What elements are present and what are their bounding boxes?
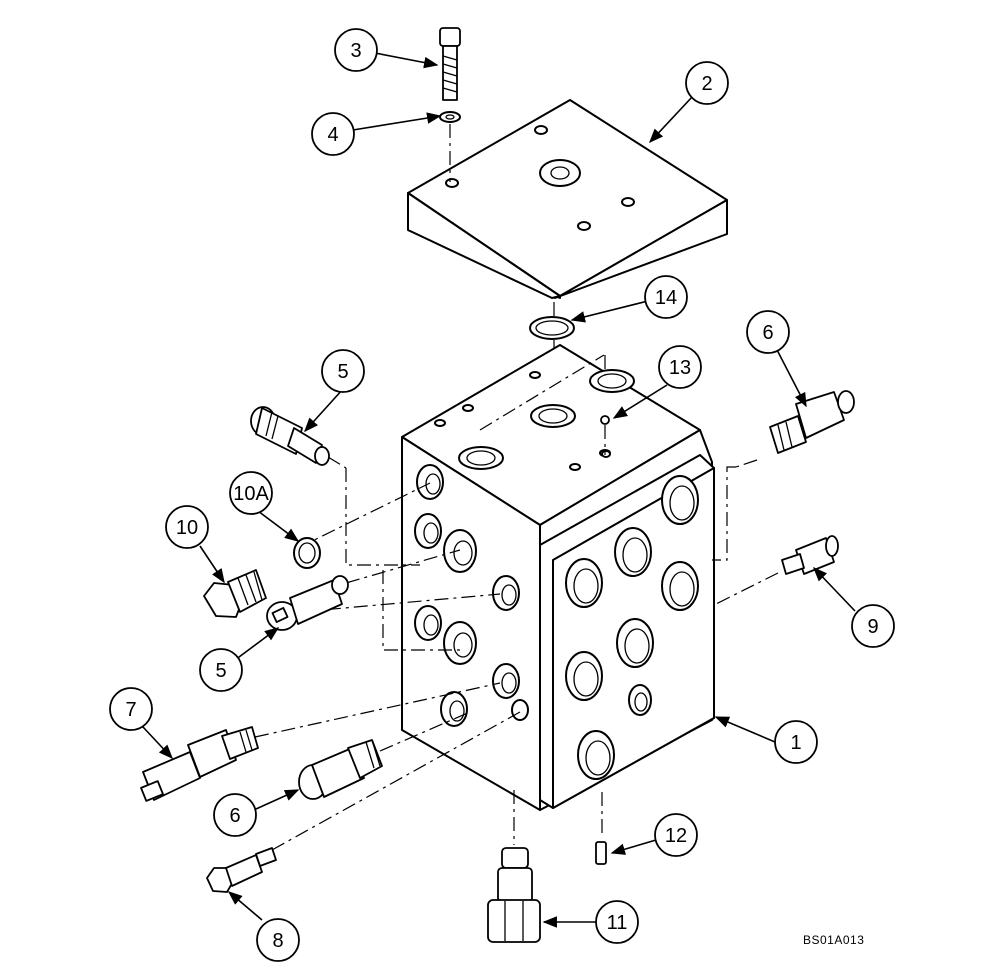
callout-9: 9 [851,604,895,648]
plug [203,569,267,618]
callout-6-lower: 6 [213,793,257,837]
orifice-fitting [206,847,277,893]
set-screw [595,841,607,865]
callout-8: 8 [256,918,300,962]
relief-valve-bottom [487,847,541,943]
svg-text:5: 5 [215,660,226,682]
callout-7: 7 [109,687,153,731]
callout-10a: 10A [229,471,273,515]
svg-text:10A: 10A [233,483,269,505]
svg-text:1: 1 [790,732,801,754]
callout-5-upper: 5 [321,349,365,393]
callout-1: 1 [774,720,818,764]
callout-10: 10 [165,505,209,549]
check-ball [600,415,610,425]
callout-4: 4 [311,112,355,156]
svg-text:14: 14 [655,287,677,309]
callout-11: 11 [595,900,639,944]
washer [439,111,461,123]
callout-13: 13 [658,345,702,389]
callout-14: 14 [644,275,688,319]
valve-body [401,344,715,811]
callout-5-lower: 5 [199,648,243,692]
leader-lines [142,52,856,928]
check-valve-cartridge-lower [298,739,383,800]
svg-text:2: 2 [701,73,712,95]
svg-text:11: 11 [607,912,628,934]
callout-2: 2 [685,61,729,105]
svg-text:5: 5 [337,361,348,383]
drawing-reference-code: BS01A013 [803,933,864,947]
svg-text:10: 10 [176,517,198,539]
svg-text:7: 7 [125,699,136,721]
cover-plate [407,99,728,299]
svg-text:13: 13 [669,357,691,379]
svg-text:12: 12 [665,825,687,847]
check-valve-cartridge-upper [769,390,855,454]
assembly-lines [254,354,779,851]
backup-ring [293,537,321,569]
relief-valve-cartridge-lower [266,575,349,631]
cap-screw [439,27,461,101]
svg-text:9: 9 [867,616,878,638]
relief-valve-cartridge-upper [250,406,330,466]
svg-text:6: 6 [229,805,240,827]
callout-3: 3 [334,28,378,72]
callout-12: 12 [654,813,698,857]
shuttle-valve [781,535,839,575]
svg-text:4: 4 [327,124,338,146]
pressure-switch [140,726,259,802]
svg-text:8: 8 [272,930,283,952]
callout-6-upper: 6 [746,310,790,354]
o-ring [529,316,575,340]
svg-text:6: 6 [762,322,773,344]
svg-text:3: 3 [350,40,361,62]
